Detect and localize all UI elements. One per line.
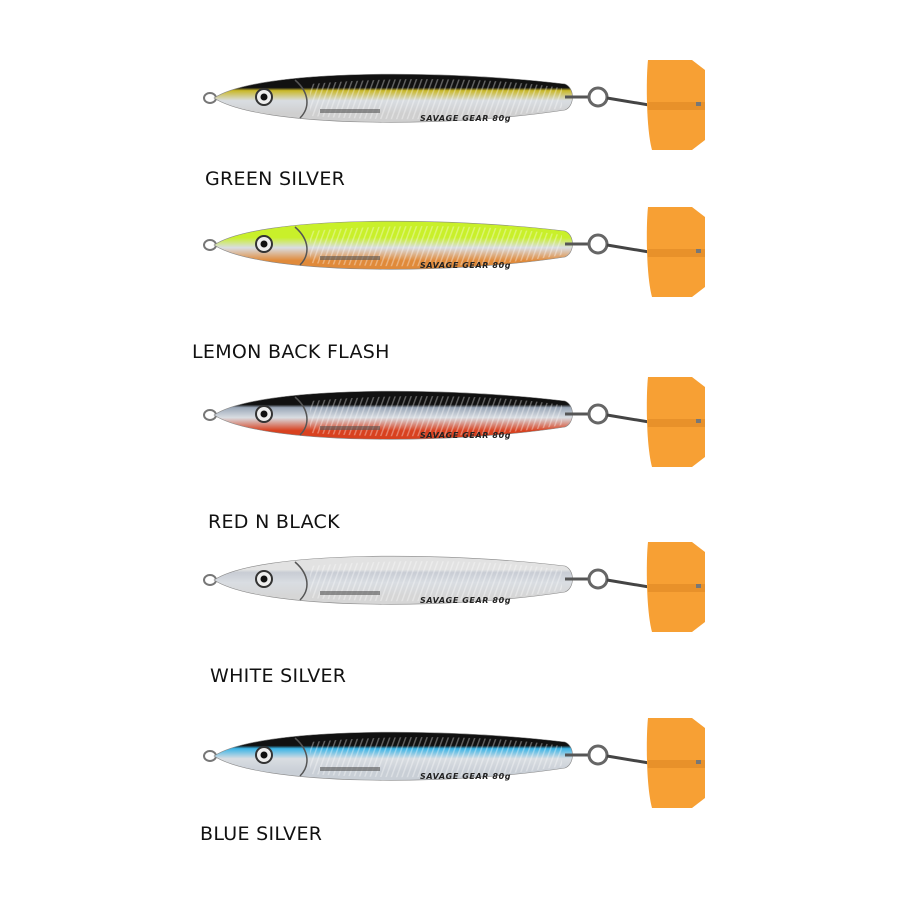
lure-image bbox=[203, 377, 705, 467]
color-label: GREEN SILVER bbox=[205, 168, 346, 190]
lure-image bbox=[203, 207, 705, 297]
lure-5: SAVAGE GEAR 80g bbox=[200, 716, 740, 816]
color-label: BLUE SILVER bbox=[200, 823, 323, 845]
brand-text: SAVAGE GEAR 80g bbox=[420, 772, 512, 781]
brand-text: SAVAGE GEAR 80g bbox=[420, 114, 512, 123]
lure-image bbox=[203, 718, 705, 808]
lure-2: SAVAGE GEAR 80g bbox=[200, 205, 740, 305]
color-label: LEMON BACK FLASH bbox=[192, 341, 390, 363]
lure-3: SAVAGE GEAR 80g bbox=[200, 375, 740, 475]
lure-image bbox=[203, 60, 705, 150]
lure-1: SAVAGE GEAR 80g bbox=[200, 58, 740, 158]
brand-text: SAVAGE GEAR 80g bbox=[420, 431, 512, 440]
lure-4: SAVAGE GEAR 80g bbox=[200, 540, 740, 640]
brand-text: SAVAGE GEAR 80g bbox=[420, 596, 512, 605]
brand-text: SAVAGE GEAR 80g bbox=[420, 261, 512, 270]
color-label: WHITE SILVER bbox=[210, 665, 347, 687]
color-label: RED N BLACK bbox=[208, 511, 340, 533]
lure-image bbox=[203, 542, 705, 632]
